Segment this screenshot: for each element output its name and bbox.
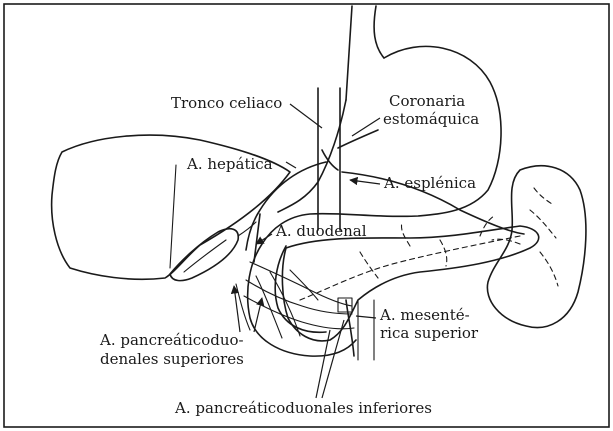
label-pancreaticoduodenales-sup-line1: A. pancreáticoduo-: [99, 331, 244, 349]
esophagus-left: [346, 6, 352, 100]
spleen-outline: [487, 166, 586, 328]
sma-ring: [338, 298, 352, 312]
label-coronaria-line2: estomáquica: [383, 110, 479, 128]
label-mesenterica-line2: rica superior: [380, 324, 479, 342]
stomach-lesser-curvature: [278, 100, 346, 212]
celiac-trunk: [322, 150, 338, 170]
figure-frame: [4, 4, 609, 427]
pointer-duodenal: [256, 234, 272, 244]
pointer-sup-1: [234, 286, 240, 332]
pointer-coronaria: [352, 118, 380, 136]
label-pancreaticoduodenales-inf: A. pancreáticoduonales inferiores: [174, 399, 432, 417]
label-mesenterica-line1: A. mesenté-: [379, 306, 470, 324]
liver-lobe-line: [170, 165, 176, 268]
splenic-vessel-1: [530, 210, 556, 238]
label-esplenica: A. esplénica: [383, 174, 476, 192]
splenic-vessel-4: [492, 239, 520, 244]
pointer-esplenica: [350, 180, 380, 184]
pancreatic-duct-branch-4: [401, 222, 410, 246]
pointer-mesenterica: [356, 316, 376, 318]
pancreatic-duct-branch-2: [440, 240, 447, 266]
arcade-7: [290, 270, 318, 300]
label-duodenal: A. duodenal: [275, 222, 367, 240]
stomach-greater-curvature: [262, 46, 501, 244]
duodenum-outer: [248, 244, 356, 356]
label-tronco-celiaco: Tronco celiaco: [171, 94, 282, 112]
gallbladder: [170, 229, 238, 281]
gastroduodenal-artery: [254, 214, 260, 262]
label-hepatica: A. hepática: [186, 155, 273, 173]
gallbladder-inner: [184, 240, 226, 272]
pointer-hepatica: [286, 162, 296, 168]
splenic-vessel-2: [540, 252, 558, 286]
label-pancreaticoduodenales-sup-line2: denales superiores: [100, 350, 244, 368]
splenic-vessel-3: [534, 188, 552, 204]
label-coronaria-line1: Coronaria: [389, 92, 465, 110]
esophagus-right: [374, 6, 384, 58]
pancreatic-duct-branch-3: [480, 216, 494, 236]
